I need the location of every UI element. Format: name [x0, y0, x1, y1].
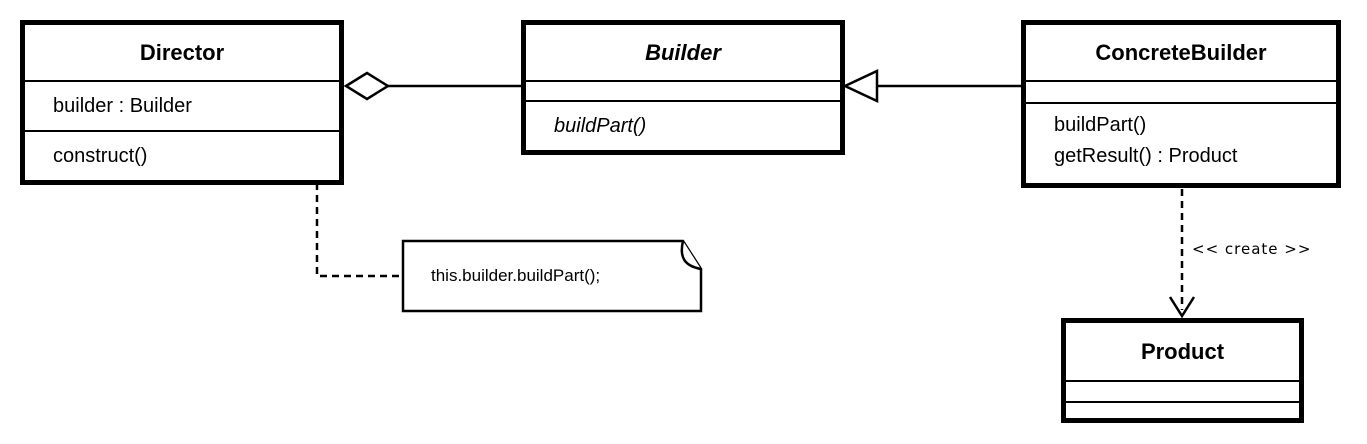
- aggregation-diamond-icon: [343, 71, 391, 101]
- class-concrete-builder[interactable]: ConcreteBuilder buildPart() getResult() …: [1021, 20, 1341, 188]
- class-product-attributes: [1066, 382, 1299, 403]
- method-getresult: getResult() : Product: [1054, 145, 1238, 167]
- class-product[interactable]: Product: [1061, 318, 1304, 423]
- method-buildpart-abstract: buildPart(): [554, 114, 647, 137]
- class-director[interactable]: Director builder : Builder construct(): [20, 20, 344, 185]
- open-arrowhead-icon: [1168, 296, 1196, 319]
- class-builder-attributes: [526, 82, 840, 102]
- method-buildpart: buildPart(): [1054, 114, 1147, 136]
- attribute-builder: builder : Builder: [53, 94, 192, 117]
- method-construct: construct(): [53, 144, 148, 167]
- class-builder-methods: buildPart(): [526, 102, 840, 150]
- class-product-name: Product: [1066, 323, 1299, 382]
- generalization-triangle-icon: [842, 69, 879, 103]
- class-builder-name: Builder: [526, 25, 840, 82]
- class-director-methods: construct(): [25, 132, 339, 180]
- create-dependency-label: << create >>: [1192, 240, 1312, 258]
- class-concrete-builder-methods: buildPart() getResult() : Product: [1026, 104, 1336, 183]
- note-text: this.builder.buildPart();: [431, 266, 601, 285]
- class-builder[interactable]: Builder buildPart(): [521, 20, 845, 155]
- class-director-attributes: builder : Builder: [25, 82, 339, 132]
- class-director-name: Director: [25, 25, 339, 82]
- class-concrete-builder-name: ConcreteBuilder: [1026, 25, 1336, 82]
- class-product-methods: [1066, 403, 1299, 418]
- class-concrete-builder-attributes: [1026, 82, 1336, 104]
- create-dependency-edge[interactable]: [1168, 189, 1196, 319]
- aggregation-edge[interactable]: [343, 71, 521, 101]
- generalization-edge[interactable]: [842, 69, 1021, 103]
